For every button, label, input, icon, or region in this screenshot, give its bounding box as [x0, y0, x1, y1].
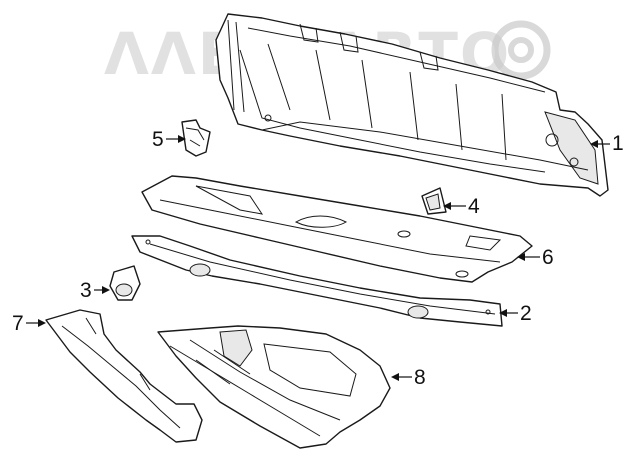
- callout-1: 1: [590, 132, 624, 155]
- part-4-clip-bracket: [421, 187, 447, 215]
- callout-label-4: 4: [468, 195, 480, 218]
- callout-4: 4: [443, 195, 480, 218]
- part-7-side-deflector: [45, 309, 203, 443]
- callout-6: 6: [517, 246, 554, 269]
- callout-2: 2: [499, 302, 532, 325]
- part-1-radiator-support: [215, 13, 609, 197]
- part-6-closeout-panel: [141, 175, 533, 283]
- part-2-lower-tie-bar: [131, 235, 503, 327]
- part-8-underbody-shield: [157, 325, 391, 449]
- callout-label-1: 1: [612, 132, 624, 155]
- callout-label-3: 3: [80, 279, 92, 302]
- part-3-isolator: [109, 265, 141, 301]
- callout-8: 8: [391, 366, 426, 389]
- callout-label-6: 6: [542, 246, 554, 269]
- callout-3: 3: [80, 279, 110, 302]
- callout-label-5: 5: [152, 128, 164, 151]
- part-5-latch-bracket: [181, 119, 211, 157]
- callout-label-2: 2: [520, 302, 532, 325]
- callout-5: 5: [152, 128, 186, 151]
- callout-label-7: 7: [12, 312, 24, 335]
- callout-label-8: 8: [414, 366, 426, 389]
- callout-7: 7: [12, 312, 46, 335]
